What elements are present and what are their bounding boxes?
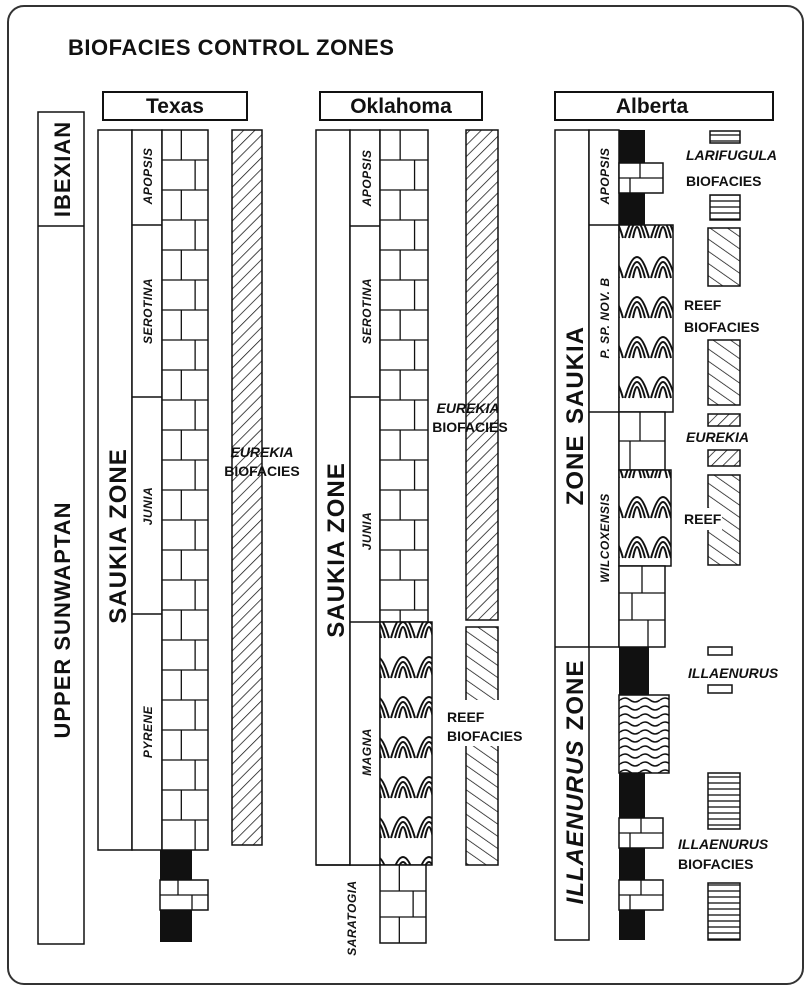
texas-subzone-pyrene: PYRENE [141,705,155,758]
alberta-illaenurus-label: ILLAENURUS [678,836,769,852]
oklahoma-section: SAUKIA ZONE APOPSIS SEROTINA JUNIA MAGNA… [315,129,526,956]
texas-saukia-zone-label: SAUKIA ZONE [105,448,132,623]
oklahoma-subzone-column [349,129,381,866]
alberta-reef-bar-upper [707,227,741,287]
alberta-illaenurus-label: ILLAENURUS [562,740,589,905]
svg-text:Texas: Texas [146,95,204,118]
alberta-lithology-reef-upper [618,224,674,413]
region-header-texas: Texas [102,91,248,121]
alberta-subzone-apopsis: APOPSIS [598,148,612,206]
oklahoma-subzone-apopsis: APOPSIS [360,150,374,208]
oklahoma-reef-biofacies-label: BIOFACIES [447,728,522,744]
oklahoma-lithology-limestone-lower [379,864,427,944]
alberta-eurekia-bar-bottom [707,449,741,467]
texas-section: SAUKIA ZONE APOPSIS SEROTINA JUNIA PYREN… [97,129,300,942]
texas-eurekia-label: EUREKIA [230,444,293,460]
alberta-subzone-p-sp-nov-b: P. SP. NOV. B [598,278,612,359]
oklahoma-subzone-saratogia: SARATOGIA [345,880,359,955]
svg-text:Alberta: Alberta [616,95,689,118]
region-header-oklahoma: Oklahoma [319,91,483,121]
alberta-illaenurus-label-top: ILLAENURUS [688,665,779,681]
texas-subzone-junia: JUNIA [141,487,155,526]
alberta-zone-column [554,129,590,941]
alberta-illaenurus-bar-upper [707,772,741,830]
alberta-illaenurus-bar-lower [707,882,741,941]
oklahoma-zone-column [315,129,351,866]
alberta-larifugula-label: LARIFUGULA [686,147,777,163]
oklahoma-biofacies-label: BIOFACIES [432,419,507,435]
texas-eurekia-biofacies-bar [231,129,263,846]
alberta-lithology-shale-mid [619,647,649,695]
oklahoma-lithology-limestone [379,129,429,623]
oklahoma-eurekia-label: EUREKIA [436,400,499,416]
oklahoma-saukia-zone-label: SAUKIA ZONE [323,462,350,637]
region-header-alberta: Alberta [554,91,774,121]
alberta-illaenurus-biofacies-label: BIOFACIES [678,856,753,872]
alberta-zone-label-lower: ZONE [562,660,589,731]
oklahoma-subzone-magna: MAGNA [360,728,374,776]
texas-subzone-serotina: SEROTINA [141,278,155,344]
oklahoma-subzone-serotina: SEROTINA [360,278,374,344]
stage-ibexian: IBEXIAN [50,121,75,217]
alberta-larifugula-biofacies-label: BIOFACIES [686,173,761,189]
alberta-reef-label: REEF [684,297,722,313]
svg-text:Oklahoma: Oklahoma [350,95,452,118]
texas-subzone-apopsis: APOPSIS [141,148,155,206]
oklahoma-reef-label: REEF [447,709,485,725]
page-title: BIOFACIES CONTROL ZONES [68,35,394,60]
alberta-reef-bar-lower [707,339,741,406]
stage-column: IBEXIAN UPPER SUNWAPTAN [37,111,85,945]
oklahoma-lithology-reef [379,621,433,866]
alberta-saukia-label: SAUKIA [562,326,589,424]
stage-upper-sunwaptan: UPPER SUNWAPTAN [50,501,75,738]
alberta-lithology-wavy [618,694,670,774]
oklahoma-eurekia-biofacies-bar [465,129,499,621]
alberta-eurekia-label: EUREKIA [686,429,749,445]
alberta-larifugula-bar-bottom [709,194,741,221]
alberta-illaenurus-bar-top-2 [707,684,733,694]
alberta-reef-label-2: REEF [684,511,722,527]
alberta-zone-label-upper: ZONE [562,435,589,506]
alberta-subzone-wilcoxensis: WILCOXENSIS [598,493,612,583]
alberta-lithology-reef-lower [618,469,672,567]
alberta-larifugula-bar-top [709,130,741,144]
texas-subzone-column [131,129,163,851]
oklahoma-subzone-junia: JUNIA [360,512,374,551]
alberta-illaenurus-bar-top [707,646,733,656]
alberta-reef-biofacies-label: BIOFACIES [684,319,759,335]
alberta-eurekia-bar-top [707,413,741,427]
alberta-section: SAUKIA ZONE ILLAENURUS ZONE APOPSIS P. S… [554,129,779,941]
texas-biofacies-label: BIOFACIES [224,463,299,479]
alberta-lithology-shale-low [619,773,645,940]
